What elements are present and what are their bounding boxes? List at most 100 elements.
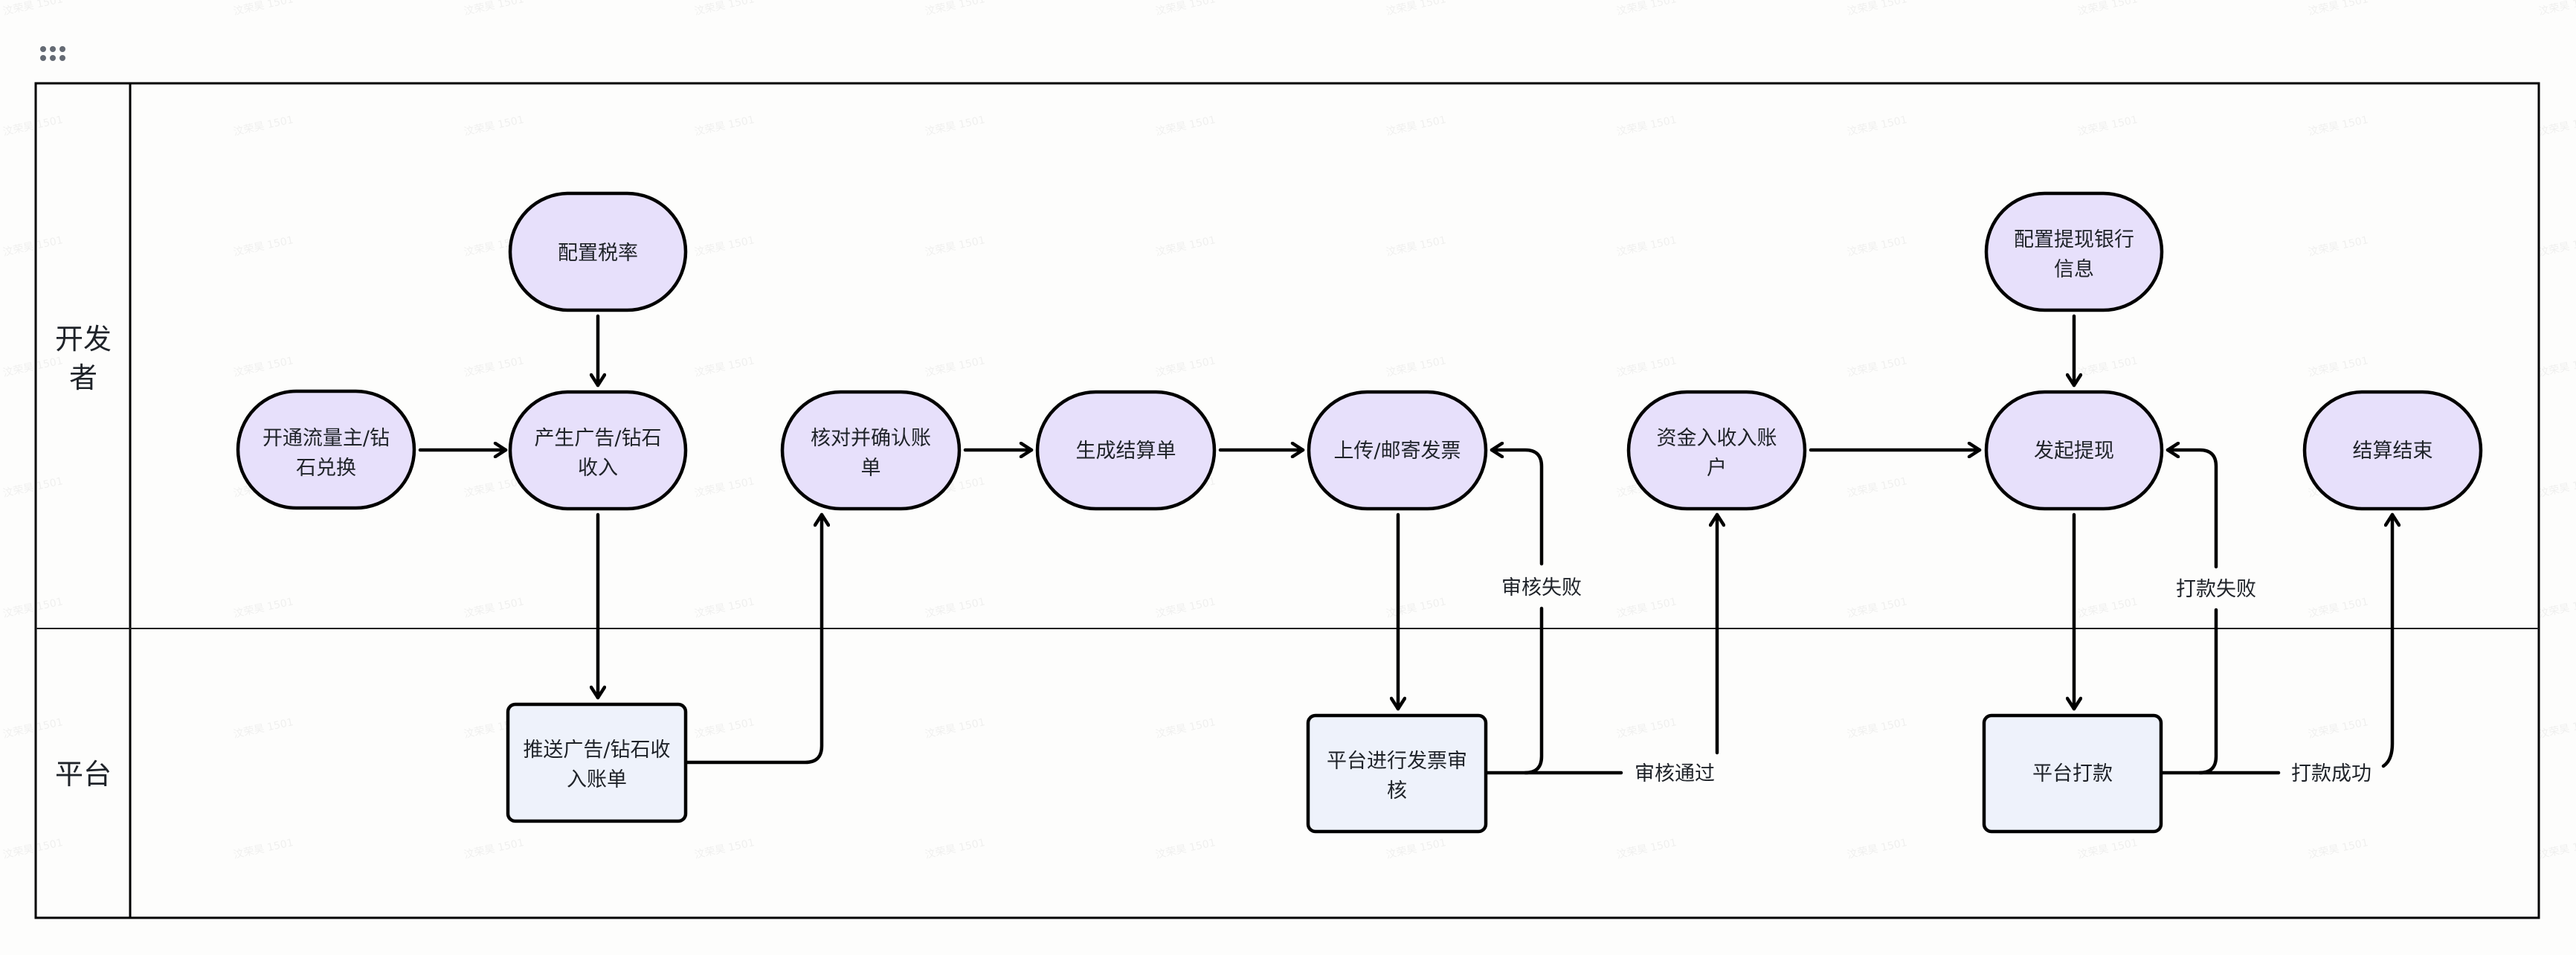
node-confirm-bill[interactable]: 核对并确认账 单 [780, 390, 962, 511]
handle-dot [59, 55, 65, 61]
node-generate-settlement[interactable]: 生成结算单 [1035, 390, 1217, 511]
node-settlement-end[interactable]: 结算结束 [2302, 390, 2483, 511]
node-fund-to-account[interactable]: 资金入收入账 户 [1626, 390, 1807, 511]
watermark-text: 汶荣昊 1501 [2076, 595, 2139, 620]
watermark-text: 汶荣昊 1501 [463, 0, 525, 18]
watermark-text: 汶荣昊 1501 [1, 234, 64, 259]
node-label-line: 生成结算单 [1076, 440, 1176, 463]
handle-dot [50, 55, 56, 61]
watermark-text: 汶荣昊 1501 [2537, 475, 2576, 500]
node-upload-invoice[interactable]: 上传/邮寄发票 [1307, 390, 1488, 511]
node-label-line: 石兑换 [296, 457, 356, 480]
watermark-text: 汶荣昊 1501 [693, 0, 756, 18]
watermark-text: 汶荣昊 1501 [1154, 836, 1217, 861]
edge-audit-to-fund-passed[interactable] [1523, 515, 1717, 775]
watermark-text: 汶荣昊 1501 [1154, 0, 1217, 18]
watermark-text: 汶荣昊 1501 [1, 595, 64, 620]
watermark-text: 汶荣昊 1501 [1385, 595, 1447, 620]
watermark-text: 汶荣昊 1501 [1, 0, 64, 18]
node-open-traffic-master[interactable]: 开通流量主/钻 石兑换 [236, 389, 416, 510]
node-label-line: 配置税率 [558, 242, 638, 265]
handle-dot [40, 46, 46, 52]
node-generate-income[interactable]: 产生广告/钻石 收入 [508, 390, 688, 511]
watermark-text: 汶荣昊 1501 [2307, 234, 2369, 259]
watermark-text: 汶荣昊 1501 [1615, 836, 1678, 861]
edge-push-to-confirm[interactable] [664, 512, 822, 765]
watermark-text: 汶荣昊 1501 [2537, 595, 2576, 620]
watermark-text: 汶荣昊 1501 [1615, 354, 1678, 379]
node-configure-bank-info[interactable]: 配置提现银行 信息 [1984, 191, 2164, 312]
node-label-line: 核对并确认账 [811, 427, 931, 450]
node-push-income-bill[interactable]: 推送广告/钻石收 入账单 [506, 702, 688, 823]
watermark-text: 汶荣昊 1501 [2307, 0, 2369, 18]
watermark-text: 汶荣昊 1501 [2076, 836, 2139, 861]
node-configure-tax-rate[interactable]: 配置税率 [508, 191, 688, 312]
watermark-text: 汶荣昊 1501 [2307, 716, 2369, 741]
lane-title-line: 平台 [55, 758, 112, 791]
node-platform-payment[interactable]: 平台打款 [1982, 713, 2163, 834]
watermark-text: 汶荣昊 1501 [2076, 113, 2139, 138]
edge-label-audit-failed: 审核失败 [1501, 576, 1582, 599]
watermark-text: 汶荣昊 1501 [232, 836, 294, 861]
watermark-text: 汶荣昊 1501 [1846, 595, 1908, 620]
watermark-text: 汶荣昊 1501 [2307, 354, 2369, 379]
watermark-text: 汶荣昊 1501 [1, 354, 64, 379]
watermark-text: 汶荣昊 1501 [1, 475, 64, 500]
watermark-text: 汶荣昊 1501 [2537, 234, 2576, 259]
watermark-text: 汶荣昊 1501 [1846, 0, 1908, 18]
watermark-text: 汶荣昊 1501 [1615, 595, 1678, 620]
node-label-line: 核 [1387, 779, 1407, 803]
node-label-line: 收入 [578, 457, 618, 480]
handle-dot [59, 46, 65, 52]
watermark-text: 汶荣昊 1501 [2537, 836, 2576, 861]
drag-handle-grid-icon[interactable] [40, 46, 68, 61]
watermark-text: 汶荣昊 1501 [693, 716, 756, 741]
watermark-text: 汶荣昊 1501 [1846, 113, 1908, 138]
watermark-text: 汶荣昊 1501 [1154, 595, 1217, 620]
watermark-text: 汶荣昊 1501 [463, 595, 525, 620]
watermark-text: 汶荣昊 1501 [232, 113, 294, 138]
edges [418, 314, 2392, 775]
node-label-line: 推送广告/钻石收 [523, 739, 670, 762]
handle-dot [40, 55, 46, 61]
watermark-text: 汶荣昊 1501 [1, 113, 64, 138]
watermark-text: 汶荣昊 1501 [2307, 836, 2369, 861]
node-label-line: 配置提现银行 [2014, 228, 2134, 251]
watermark-text: 汶荣昊 1501 [1846, 354, 1908, 379]
watermark-text: 汶荣昊 1501 [924, 113, 986, 138]
node-label-line: 平台打款 [2032, 762, 2113, 785]
watermark-text: 汶荣昊 1501 [2076, 354, 2139, 379]
watermark-text: 汶荣昊 1501 [1, 836, 64, 861]
edge-label-audit-passed: 审核通过 [1635, 762, 1715, 785]
watermark-text: 汶荣昊 1501 [693, 234, 756, 259]
watermark-text: 汶荣昊 1501 [693, 475, 756, 500]
watermark-text: 汶荣昊 1501 [1385, 234, 1447, 259]
watermark-text: 汶荣昊 1501 [1615, 716, 1678, 741]
watermark-text: 汶荣昊 1501 [693, 836, 756, 861]
edge-pay-to-end-success[interactable] [2197, 515, 2392, 775]
watermark-text: 汶荣昊 1501 [2076, 0, 2139, 18]
node-label-line: 平台进行发票审 [1327, 750, 1467, 773]
watermark-text: 汶荣昊 1501 [1846, 836, 1908, 861]
watermark-text: 汶荣昊 1501 [1615, 0, 1678, 18]
watermark-text: 汶荣昊 1501 [924, 354, 986, 379]
watermark-text: 汶荣昊 1501 [924, 836, 986, 861]
watermark-text: 汶荣昊 1501 [2307, 595, 2369, 620]
lane-header-developer[interactable]: 开发 者 [55, 323, 112, 394]
watermark-text: 汶荣昊 1501 [924, 595, 986, 620]
swimlane-border [34, 82, 2540, 919]
lane-header-platform[interactable]: 平台 [55, 758, 112, 791]
watermark-text: 汶荣昊 1501 [1385, 836, 1447, 861]
watermark-text: 汶荣昊 1501 [232, 354, 294, 379]
node-initiate-withdrawal[interactable]: 发起提现 [1984, 390, 2164, 511]
watermark-text: 汶荣昊 1501 [1846, 234, 1908, 259]
watermark-text: 汶荣昊 1501 [1154, 113, 1217, 138]
node-platform-invoice-audit[interactable]: 平台进行发票审 核 [1306, 713, 1488, 834]
watermark-text: 汶荣昊 1501 [924, 716, 986, 741]
watermark-text: 汶荣昊 1501 [232, 716, 294, 741]
node-label-line: 上传/邮寄发票 [1333, 440, 1461, 463]
node-label-line: 户 [1707, 457, 1727, 480]
watermark-text: 汶荣昊 1501 [1385, 0, 1447, 18]
watermark-text: 汶荣昊 1501 [1154, 354, 1217, 379]
